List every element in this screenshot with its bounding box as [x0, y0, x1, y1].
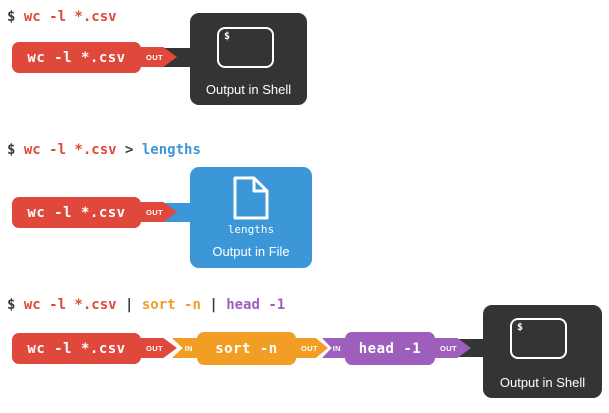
- command-line-1: $ wc -l *.csv: [7, 9, 117, 25]
- command-line-3: $ wc -l *.csv | sort -n | head -1: [7, 297, 285, 313]
- command-text-wc: wc -l *.csv: [23, 297, 117, 313]
- out-port-label: OUT: [146, 52, 164, 62]
- out-port-arrow: OUT: [141, 47, 177, 67]
- out-port-arrow: OUT: [141, 338, 177, 358]
- in-port-label: IN: [332, 343, 341, 353]
- wc-command-block: wc -l *.csv: [12, 42, 141, 73]
- shell-prompt: $: [7, 9, 24, 25]
- out-port-arrow: OUT: [141, 202, 177, 222]
- command-text-wc: wc -l *.csv: [23, 142, 117, 158]
- command-text-wc: wc -l *.csv: [23, 9, 117, 25]
- out-port-arrow: OUT: [435, 338, 471, 358]
- sort-command-label: sort -n: [215, 340, 278, 357]
- shell-output-box: $ Output in Shell: [190, 13, 307, 105]
- redirect-operator: >: [116, 142, 142, 158]
- wc-command-label: wc -l *.csv: [27, 340, 126, 357]
- terminal-icon: $: [510, 318, 567, 359]
- pipe-operator: |: [116, 297, 142, 313]
- in-port-notch: IN: [322, 338, 345, 358]
- shell-prompt: $: [7, 297, 24, 313]
- command-line-2: $ wc -l *.csv > lengths: [7, 142, 201, 158]
- output-label: Output in Shell: [499, 375, 586, 390]
- head-command-block: head -1: [345, 332, 435, 365]
- output-label: Output in File: [212, 244, 290, 259]
- command-text-sort: sort -n: [141, 297, 201, 313]
- in-port-label: IN: [184, 343, 193, 353]
- file-output-box: lengths Output in File: [190, 167, 312, 268]
- connector-stub: [457, 339, 489, 357]
- redirect-target: lengths: [141, 142, 201, 158]
- output-filename: lengths: [227, 223, 275, 236]
- sort-command-block: sort -n: [197, 332, 296, 365]
- pipe-operator: |: [200, 297, 227, 313]
- output-label: Output in Shell: [205, 82, 292, 97]
- terminal-prompt: $: [517, 322, 524, 333]
- in-port-notch: IN: [172, 338, 197, 358]
- shell-output-box: $ Output in Shell: [483, 305, 602, 398]
- out-port-arrow: OUT: [296, 338, 328, 358]
- wc-command-block: wc -l *.csv: [12, 197, 141, 228]
- wc-command-label: wc -l *.csv: [27, 49, 126, 66]
- wc-command-label: wc -l *.csv: [27, 204, 126, 221]
- terminal-icon: $: [217, 27, 274, 68]
- wc-command-block: wc -l *.csv: [12, 333, 141, 364]
- head-command-label: head -1: [358, 340, 422, 357]
- out-port-label: OUT: [440, 343, 458, 353]
- terminal-prompt: $: [224, 31, 231, 42]
- shell-prompt: $: [7, 142, 24, 158]
- out-port-label: OUT: [301, 343, 319, 353]
- out-port-label: OUT: [146, 207, 164, 217]
- command-text-head: head -1: [226, 297, 286, 313]
- out-port-label: OUT: [146, 343, 164, 353]
- file-icon: [190, 175, 312, 226]
